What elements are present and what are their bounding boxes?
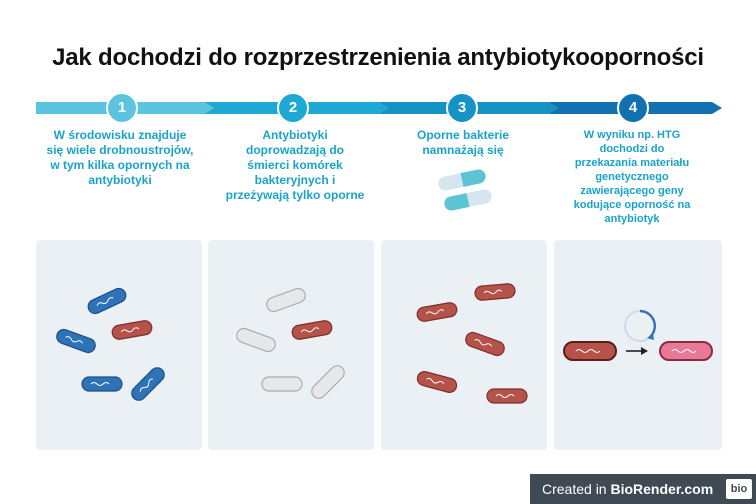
step-3-number: 3 bbox=[446, 92, 478, 124]
resistant-bacterium bbox=[81, 376, 123, 392]
step-4-number: 4 bbox=[617, 92, 649, 124]
dead-bacterium bbox=[261, 376, 303, 392]
step-1-text: W środowisku znajduje się wiele drobnous… bbox=[46, 128, 194, 187]
credit-prefix: Created in bbox=[542, 481, 611, 497]
dead-bacterium bbox=[311, 365, 345, 399]
panel-gene-transfer bbox=[554, 240, 722, 450]
resistant-bacterium bbox=[56, 328, 96, 354]
gene-transfer-illustration bbox=[563, 309, 713, 361]
resistant-bacterium bbox=[131, 367, 165, 401]
biorender-credit[interactable]: Created in BioRender.com bio bbox=[530, 474, 756, 504]
dead-bacterium bbox=[236, 327, 276, 353]
bacterium bbox=[465, 331, 505, 357]
arrow-right-icon bbox=[626, 347, 648, 355]
bacterium bbox=[111, 320, 153, 340]
step-2-text: Antybiotyki doprowadzają do śmierci komó… bbox=[225, 128, 365, 202]
recipient-bacterium bbox=[659, 341, 713, 361]
step-1-number: 1 bbox=[106, 92, 138, 124]
bacteria-group-environment bbox=[56, 287, 165, 401]
biorender-logo: bio bbox=[726, 479, 752, 499]
bacterium bbox=[486, 388, 528, 404]
cycle-arrow-icon bbox=[624, 309, 656, 342]
donor-bacterium bbox=[563, 341, 617, 361]
resistant-bacterium bbox=[87, 287, 127, 315]
panel-multiplication bbox=[381, 240, 547, 450]
bacteria-group-multiplied bbox=[416, 283, 528, 404]
capsule-pills-icon bbox=[438, 169, 492, 211]
bacterium bbox=[416, 302, 458, 322]
panel-antibiotic bbox=[208, 240, 374, 450]
bacterium bbox=[474, 283, 516, 301]
panel-environment bbox=[36, 240, 202, 450]
step-3-text: Oporne bakterie namnażają się bbox=[416, 128, 510, 157]
bacterium bbox=[416, 371, 458, 393]
step-2-number: 2 bbox=[277, 92, 309, 124]
credit-brand: BioRender.com bbox=[610, 481, 714, 497]
step-4-text: W wyniku np. HTG dochodzi do przekazania… bbox=[573, 129, 691, 225]
page-title: Jak dochodzi do rozprzestrzenienia antyb… bbox=[52, 44, 704, 71]
surviving-bacterium bbox=[291, 320, 333, 340]
dead-bacterium bbox=[266, 287, 306, 313]
bacteria-group-antibiotic bbox=[236, 287, 345, 399]
